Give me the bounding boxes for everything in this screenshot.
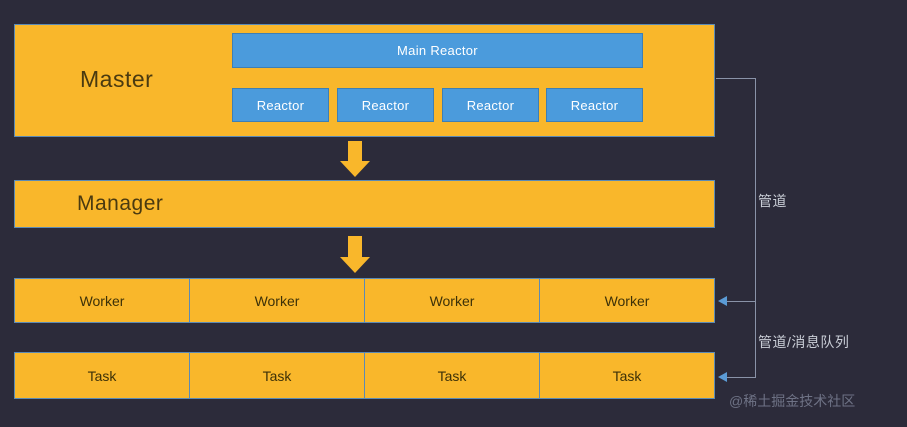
main-reactor-box: Main Reactor	[232, 33, 643, 68]
reactor-box-2: Reactor	[337, 88, 434, 122]
reactor-box-4: Reactor	[546, 88, 643, 122]
watermark: @稀土掘金技术社区	[729, 393, 856, 409]
master-label: Master	[80, 66, 154, 92]
task-cell: Task	[365, 353, 540, 398]
left-arrow-icon-task	[718, 372, 727, 382]
connector-line-task	[726, 377, 756, 378]
down-arrow-icon-master-to-manager	[340, 141, 370, 177]
task-row: Task Task Task Task	[14, 352, 715, 399]
reactor-box-1: Reactor	[232, 88, 329, 122]
left-arrow-icon-worker	[718, 296, 727, 306]
task-cell: Task	[15, 353, 190, 398]
down-arrow-icon-manager-to-worker	[340, 236, 370, 274]
worker-row: Worker Worker Worker Worker	[14, 278, 715, 323]
worker-cell: Worker	[604, 292, 650, 309]
task-cell: Task	[190, 353, 365, 398]
manager-label: Manager	[77, 192, 164, 215]
arrow-head	[340, 257, 370, 273]
connector-line-master	[716, 78, 756, 79]
manager-block	[14, 180, 715, 228]
worker-cell: Worker	[15, 279, 190, 322]
arrow-head	[340, 161, 370, 177]
reactor-box-3: Reactor	[442, 88, 539, 122]
connector-line-vertical	[755, 78, 756, 378]
task-cell: Task	[612, 367, 642, 384]
arrow-shaft	[348, 141, 362, 162]
pipe-label: 管道	[758, 193, 787, 209]
pipe-message-queue-label: 管道/消息队列	[758, 334, 850, 350]
connector-line-worker	[726, 301, 756, 302]
arrow-shaft	[348, 236, 362, 258]
worker-cell: Worker	[190, 279, 365, 322]
worker-cell: Worker	[365, 279, 540, 322]
